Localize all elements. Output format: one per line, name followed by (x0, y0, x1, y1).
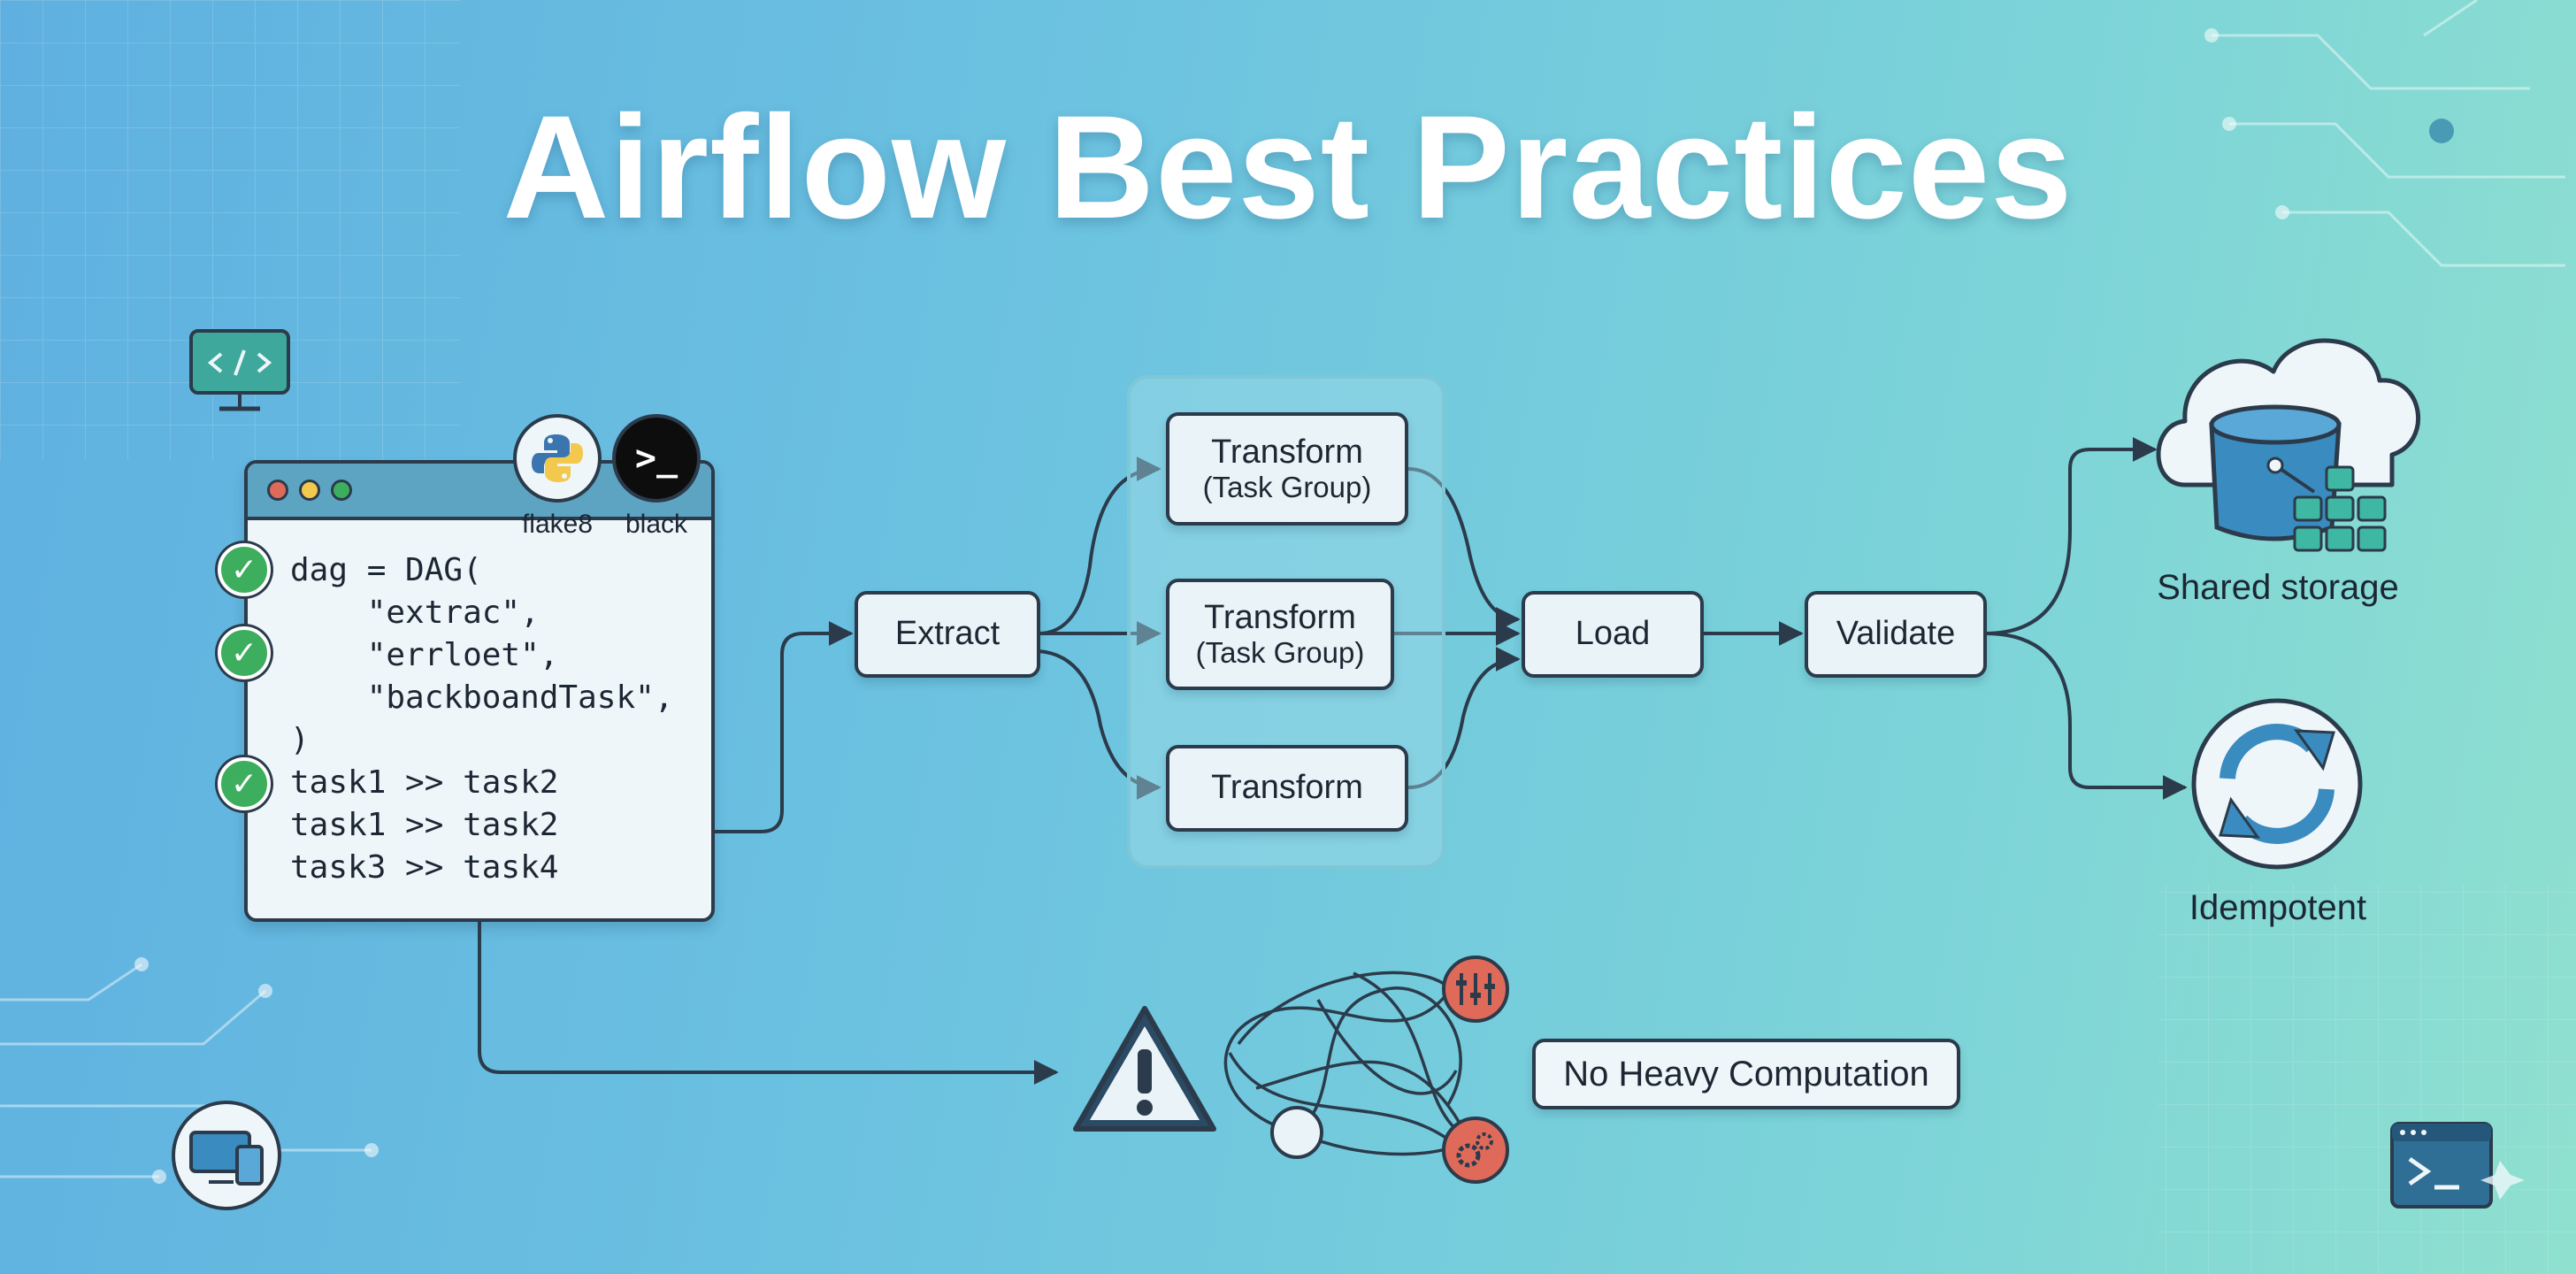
load-node[interactable]: Load (1522, 591, 1704, 678)
node-label: Transform (1204, 598, 1356, 636)
code-line: task3 >> task4 (290, 849, 559, 886)
node-label: Load (1575, 615, 1651, 653)
dag-node-icon (1270, 1106, 1323, 1159)
close-dot-icon (267, 480, 288, 501)
page-title: Airflow Best Practices (502, 86, 2074, 249)
sync-cycle-icon (2191, 698, 2363, 870)
node-sublabel: (Task Group) (1195, 635, 1365, 669)
extract-node[interactable]: Extract (855, 591, 1040, 678)
no-heavy-computation-label: No Heavy Computation (1532, 1039, 1960, 1109)
code-line: dag = DAG( (290, 552, 482, 588)
code-line: "errloet", (290, 637, 559, 673)
check-icon: ✓ (218, 757, 271, 810)
transform-node[interactable]: Transform (Task Group) (1166, 412, 1408, 526)
code-line: "backboandTask", (290, 679, 674, 716)
code-line: ) (290, 722, 310, 758)
gears-alert-icon (1442, 1117, 1509, 1184)
code-line: "extrac", (290, 595, 540, 631)
code-line: task1 >> task2 (290, 764, 559, 801)
sliders-alert-icon (1442, 956, 1509, 1023)
terminal-prompt-icon: >_ (612, 414, 701, 503)
tangled-dag-icon (1223, 971, 1474, 1156)
terminal-window-icon (2390, 1122, 2525, 1209)
python-logo-icon (513, 414, 602, 503)
idempotent-label: Idempotent (2189, 888, 2367, 927)
node-label: Transform (1211, 769, 1363, 807)
tool-label-black: black (625, 510, 688, 539)
minimize-dot-icon (299, 480, 320, 501)
code-line: task1 >> task2 (290, 807, 559, 843)
code-monitor-icon (189, 329, 290, 411)
node-label: Extract (894, 615, 1000, 653)
transform-node[interactable]: Transform (Task Group) (1166, 579, 1394, 690)
node-label: Transform (1211, 433, 1363, 471)
check-icon: ✓ (218, 543, 271, 596)
maximize-dot-icon (331, 480, 352, 501)
node-sublabel: (Task Group) (1202, 470, 1372, 503)
warning-icon (1073, 1006, 1216, 1132)
check-icon: ✓ (218, 626, 271, 679)
cloud-storage-icon (2156, 338, 2421, 552)
tool-label-flake8: flake8 (521, 510, 594, 539)
devices-icon (172, 1101, 281, 1210)
transform-node[interactable]: Transform (1166, 745, 1408, 832)
shared-storage-label: Shared storage (2157, 568, 2399, 607)
node-label: Validate (1836, 615, 1956, 653)
validate-node[interactable]: Validate (1805, 591, 1987, 678)
